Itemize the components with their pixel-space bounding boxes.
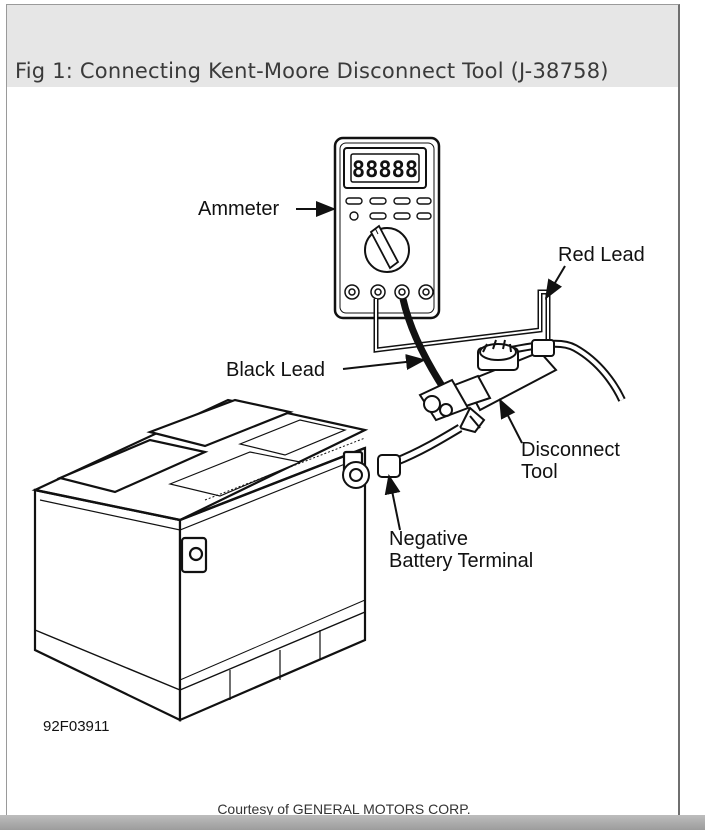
svg-text:88888: 88888 [352,158,418,183]
figure-title: Fig 1: Connecting Kent-Moore Disconnect … [15,59,609,83]
red-lead-label: Red Lead [558,244,645,266]
disconnect-tool-label-line1: Disconnect [521,439,620,461]
battery-icon [31,398,369,722]
bottom-scroll-bar [0,815,705,830]
black-lead-label: Black Lead [226,359,325,381]
disconnect-tool-label-line2: Tool [521,461,558,483]
label-arrows [296,201,566,531]
red-lead-icon [373,289,551,353]
ammeter-icon: 88888 [333,136,441,320]
black-lead-icon [399,298,449,394]
figure-credit: Courtesy of GENERAL MOTORS CORP. [217,801,471,817]
negative-terminal-label-line1: Negative [389,528,468,550]
negative-terminal-label-line2: Battery Terminal [389,550,533,572]
meter-display: 88888 [352,158,418,183]
figure-code: 92F03911 [43,718,109,735]
ammeter-label: Ammeter [198,198,279,220]
disconnect-tool-icon [418,339,626,434]
figure-title-bar [7,5,678,87]
